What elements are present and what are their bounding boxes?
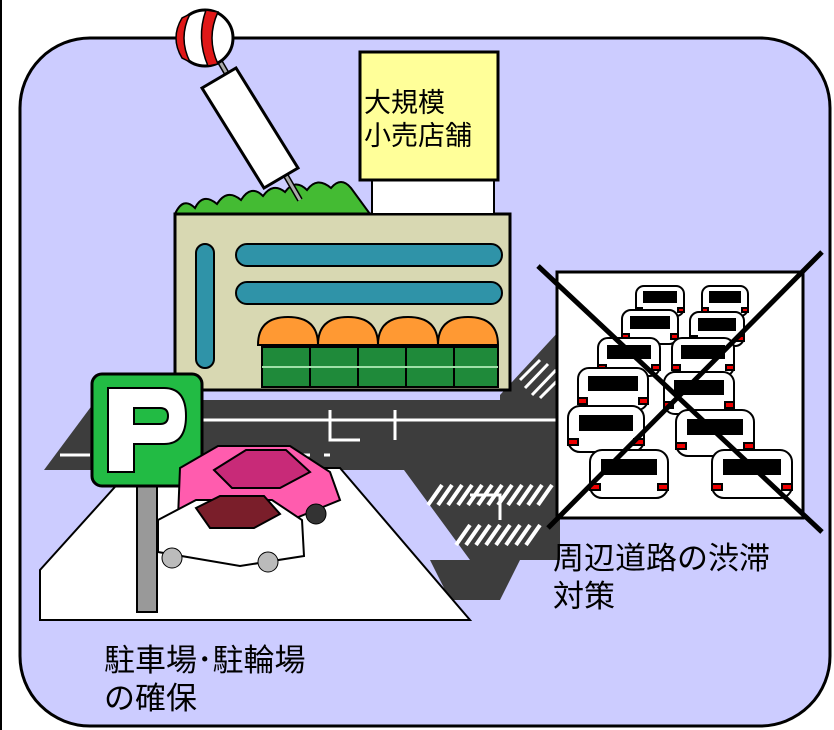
cross-mark-line-1 (536, 264, 824, 534)
parking-caption: 駐車場･駐輪場 の確保 (104, 643, 306, 719)
advertising-balloon (175, 8, 303, 202)
jammed-cars (567, 285, 793, 499)
traffic-caption-line-2: 対策 (553, 578, 615, 615)
store-sign-line-1: 大規模 (364, 88, 445, 119)
traffic-caption-line-1: 周辺道路の渋滞 (553, 541, 770, 577)
cross-mark-line-2 (546, 250, 824, 530)
store-building (173, 175, 512, 392)
white-car (157, 495, 306, 573)
store-sign-label: 大規模 小売店舗 (364, 88, 498, 154)
traffic-jam-panel (536, 250, 824, 534)
awning (256, 315, 500, 346)
traffic-caption: 周辺道路の渋滞 対策 (553, 541, 770, 617)
hedge (173, 181, 372, 215)
parking-sign (90, 372, 204, 613)
parking-caption-line-1: 駐車場･駐輪場 (104, 643, 306, 679)
parking-caption-line-2: の確保 (104, 680, 197, 717)
store-sign-line-2: 小売店舗 (364, 120, 472, 152)
store-sign-box (358, 50, 500, 182)
